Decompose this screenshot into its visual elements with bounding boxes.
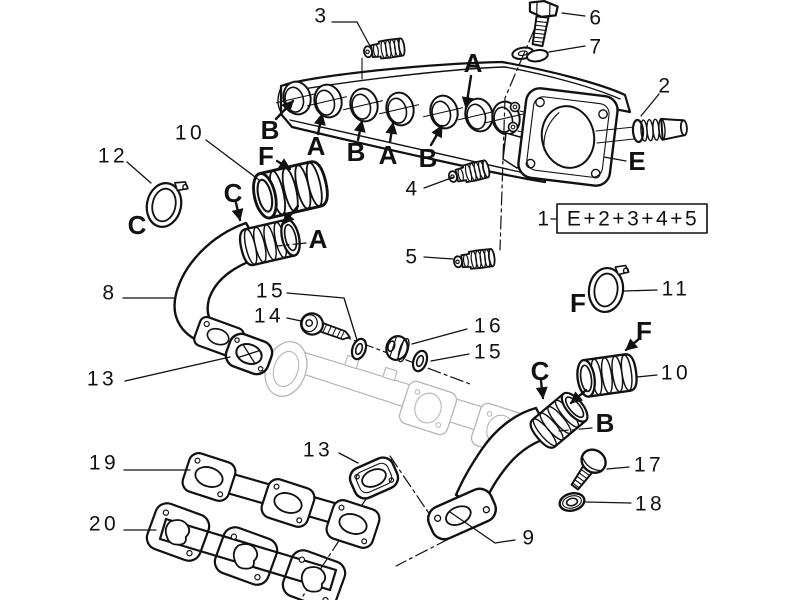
callout-B-1: B [261,115,280,145]
callout-A-top: A [464,48,483,78]
washer-15a-drawing [348,335,370,363]
part-label-18: 18 [635,493,665,516]
letter-callout-labels: A B A B A B E F C C A F F C B [128,48,652,438]
bolt-14-drawing [299,312,351,341]
part-label-16: 16 [474,315,504,338]
part-label-3: 3 [314,5,329,28]
callout-C-2: C [128,210,147,240]
formula-index-label: 1 [537,208,552,231]
callout-A-4: A [309,224,328,254]
part-label-17: 17 [634,454,664,477]
part-label-13-bottom: 13 [303,439,333,462]
flange-gasket-13-bottom-drawing [348,456,400,500]
stud-3-drawing [361,36,407,63]
bolt-17-drawing [570,448,607,491]
retainer-plate-19-drawing [181,452,381,549]
flange-gasket-13-left-drawing [224,332,274,376]
bolt-6-drawing [528,0,559,48]
part-label-8: 8 [102,282,117,305]
exhaust-gasket-20-drawing [145,502,347,600]
fitting-2-drawing [595,117,688,144]
part-label-5: 5 [405,246,420,269]
part-label-7: 7 [589,36,604,59]
callout-B-3: B [419,143,438,173]
part-label-15-right: 15 [474,341,504,364]
leader-lines [122,12,660,544]
callout-A-2: A [307,131,326,161]
callout-B-4: B [596,408,615,438]
callout-A-3: A [379,140,398,170]
part-label-10-left: 10 [175,122,205,145]
lock-washer-7-drawing [511,46,549,63]
centerlines-top [276,29,593,432]
washer-15b-drawing [409,347,431,375]
stud-5-drawing [452,247,497,273]
callout-F-3: F [636,316,652,346]
callout-F-1: F [258,141,274,171]
part-label-14: 14 [254,305,284,328]
hose-clamp-12-drawing [141,173,191,232]
assembly-formula-box: 1 E+2+3+4+5 [537,203,708,234]
part-number-labels: 3 6 7 2 10 12 4 5 8 15 14 16 15 11 10 13… [87,5,691,550]
part-label-19: 19 [89,452,119,475]
part-label-2: 2 [658,75,673,98]
nut-16-drawing [385,335,410,363]
part-label-20: 20 [89,513,119,536]
callout-B-2: B [347,137,366,167]
hose-9-drawing [426,387,594,541]
part-label-9: 9 [522,527,537,550]
part-label-10-right: 10 [661,362,691,385]
formula-box-text: E+2+3+4+5 [567,208,699,231]
part-label-11: 11 [662,278,691,301]
callout-E: E [628,146,645,176]
callout-F-2: F [570,288,586,318]
callout-arrows [231,74,642,405]
throttle-flange-drawing [517,87,619,187]
part-label-4: 4 [405,178,420,201]
hose-clamp-11-drawing [585,259,631,316]
part-label-6: 6 [589,7,604,30]
part-label-13-left: 13 [87,368,117,391]
part-label-15-left: 15 [256,280,286,303]
part-label-12: 12 [98,145,128,168]
washer-18-drawing [558,492,586,512]
callout-C-1: C [224,178,243,208]
callout-C-3: C [531,356,550,386]
